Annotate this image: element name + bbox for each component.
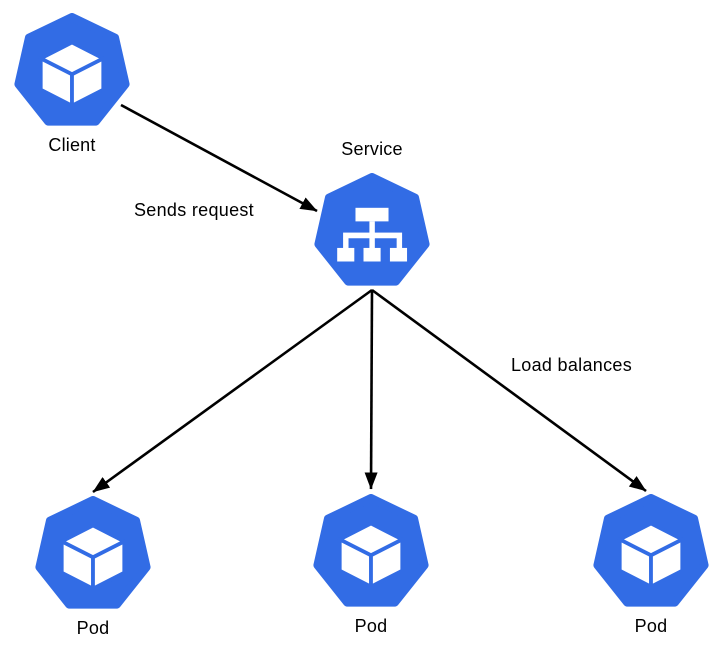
cube-icon: [14, 13, 130, 126]
cube-icon: [593, 494, 709, 607]
node-label: Client: [48, 135, 96, 155]
cube-icon: [313, 494, 429, 607]
node-client: Client: [13, 13, 131, 155]
node-label: Pod: [634, 616, 668, 636]
node-pod-1: Pod: [34, 496, 152, 638]
node-service: Service: [313, 139, 431, 291]
sitemap-icon: [314, 173, 430, 286]
arrow-service-to-pod-2: [364, 289, 378, 490]
node-label: Pod: [354, 616, 388, 636]
node-label: Service: [341, 139, 403, 159]
cube-icon: [35, 496, 151, 609]
arrow-service-to-pod-1: [92, 288, 373, 494]
node-pod-2: Pod: [312, 494, 430, 636]
node-pod-3: Pod: [592, 494, 710, 636]
node-label: Pod: [76, 618, 110, 638]
edge-label-sends-request: Sends request: [134, 200, 254, 220]
edge-label-load-balances: Load balances: [511, 355, 632, 375]
arrow-service-to-pod-3: [371, 288, 647, 493]
